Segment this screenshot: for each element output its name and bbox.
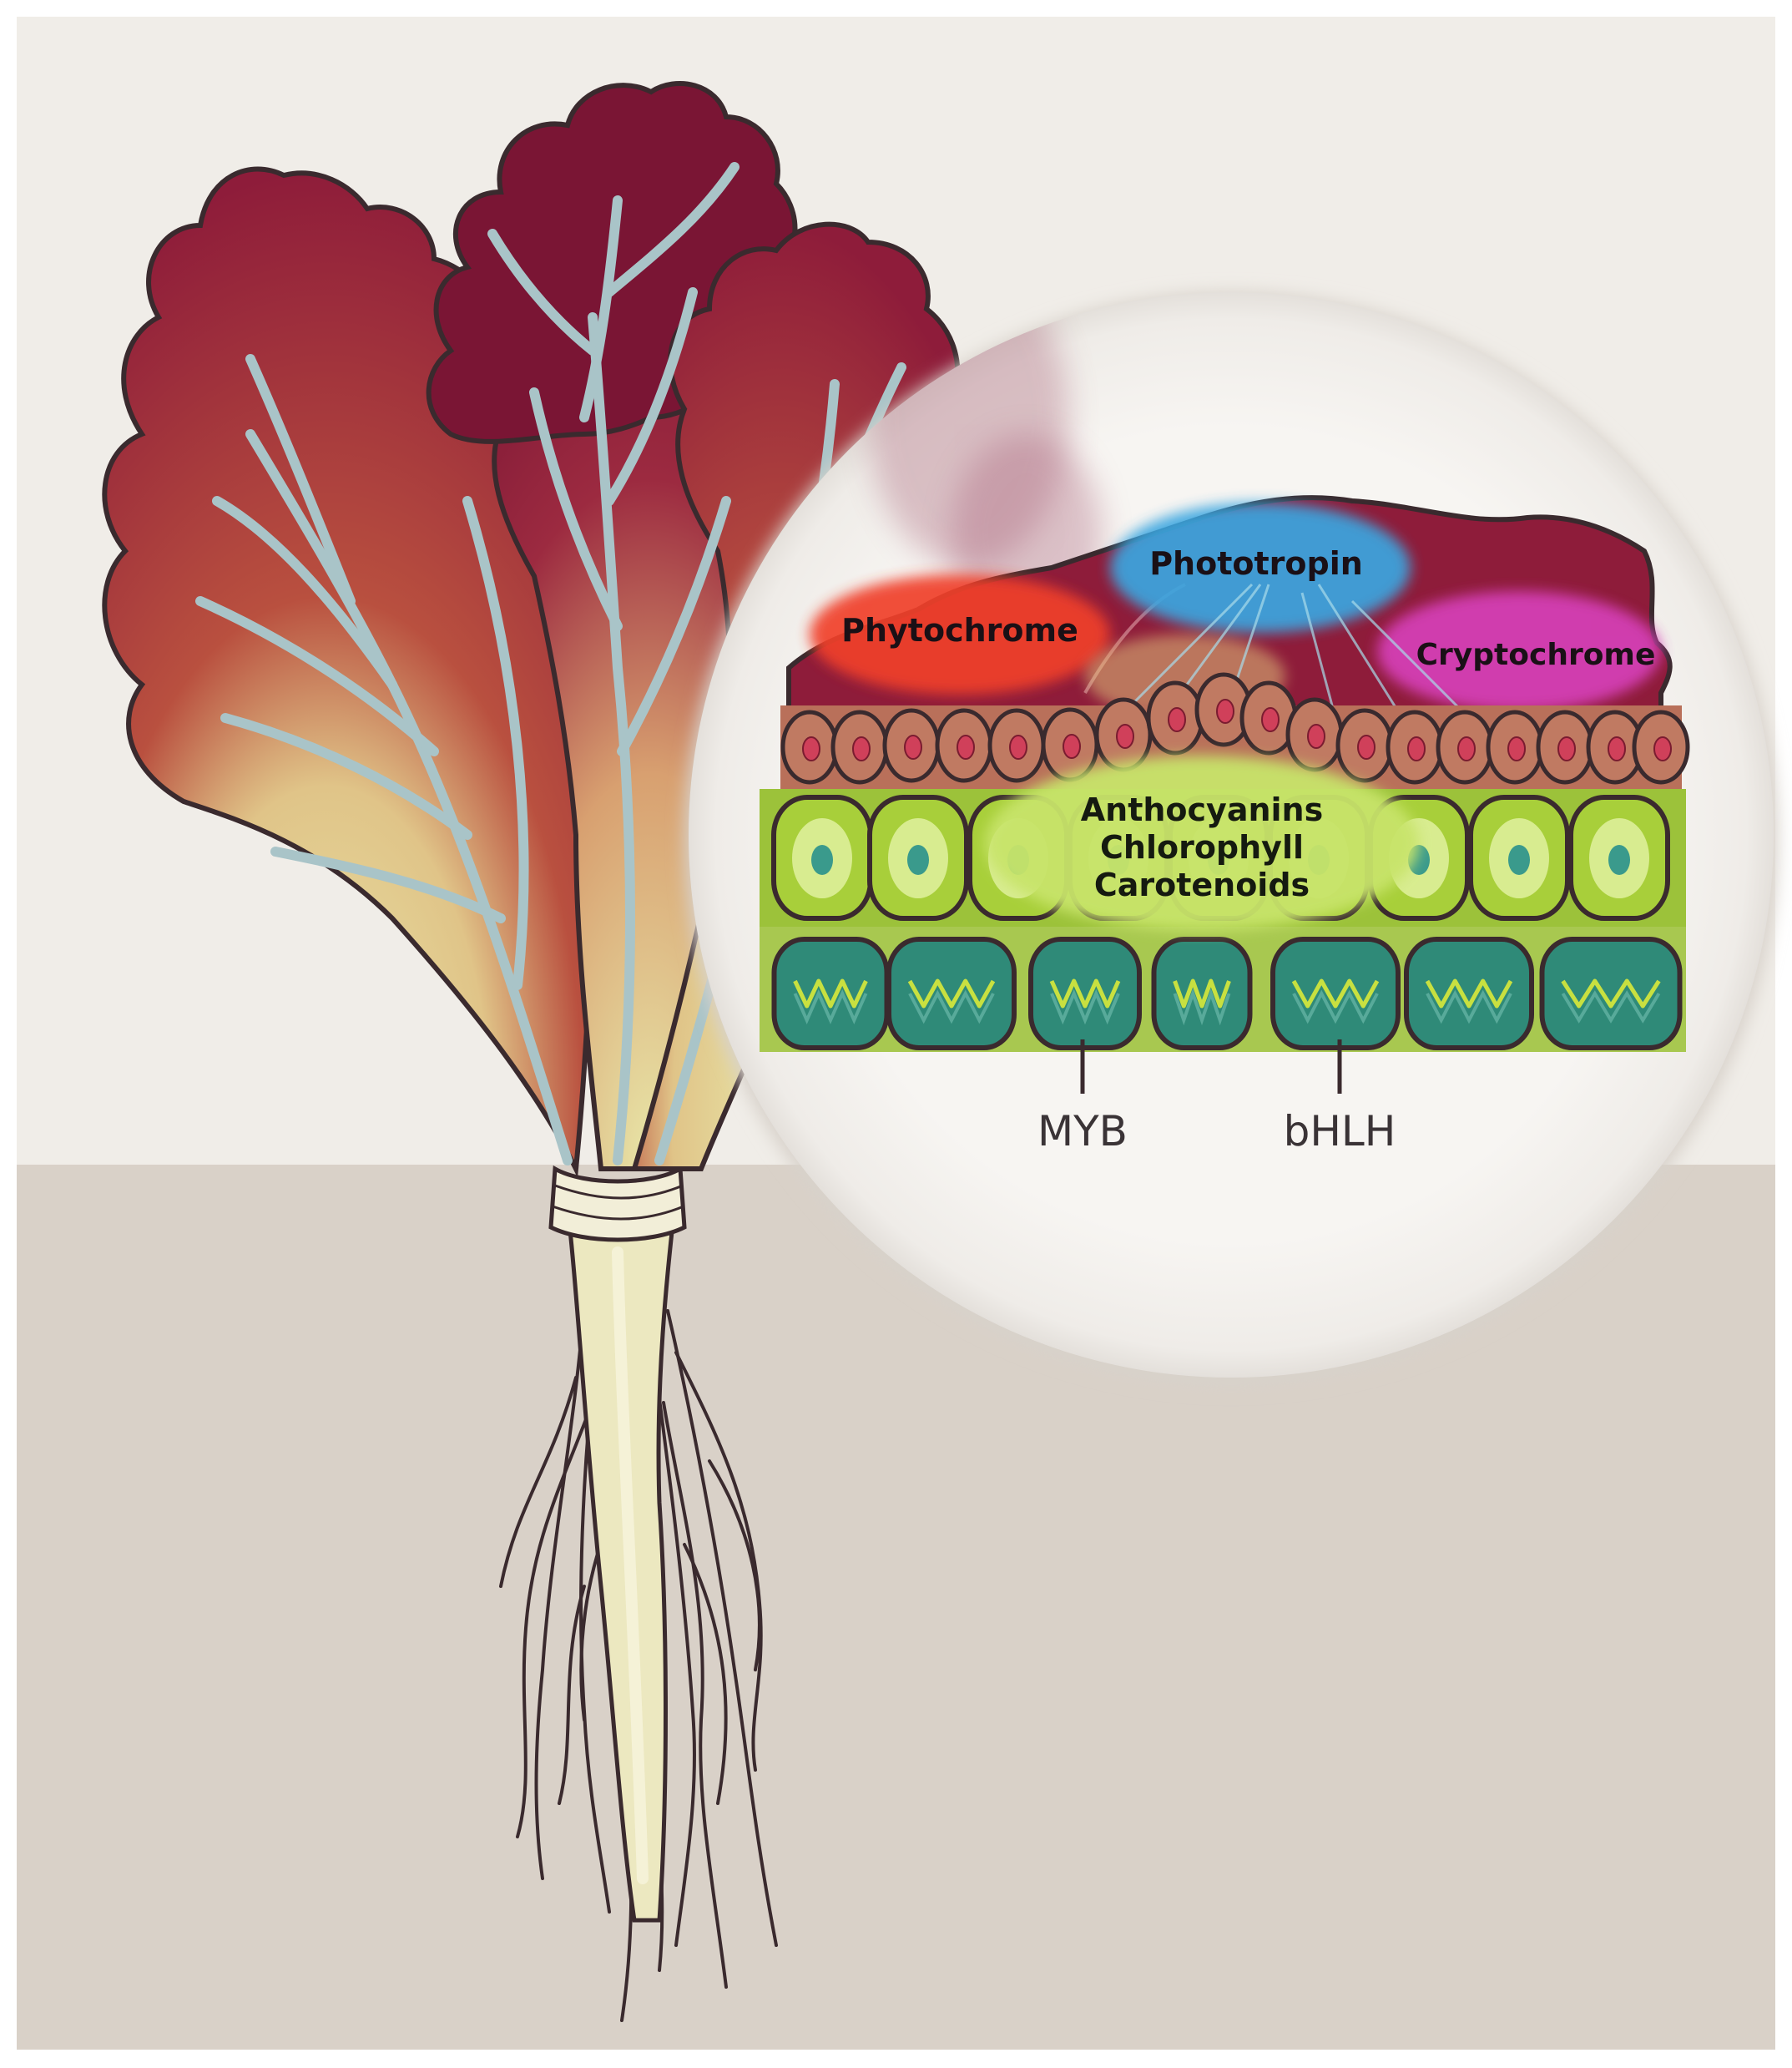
mesophyll-cell — [771, 795, 873, 921]
stem-binding — [548, 1165, 687, 1242]
epidermis-cell — [780, 710, 839, 785]
epidermis-cell — [1386, 710, 1444, 785]
cryptochrome-label: Cryptochrome — [1416, 638, 1656, 672]
lower-cell — [1270, 937, 1401, 1050]
magnifier-lens: Phototropin Phytochrome Cryptochrome Ant… — [684, 292, 1778, 1386]
phytochrome-blob — [810, 574, 1110, 695]
leaf-veins — [195, 162, 906, 1165]
epidermis-cell — [1335, 708, 1394, 783]
pigment-label-chlorophyll: Chlorophyll — [1100, 829, 1304, 866]
pigment-highlight — [985, 756, 1419, 931]
epidermis-cell — [987, 708, 1046, 783]
epidermis-cell — [1632, 710, 1690, 785]
epidermis-cell — [935, 708, 993, 783]
epidermis-cell — [882, 708, 941, 783]
epidermis-cell — [1239, 680, 1298, 756]
lower-cell — [1028, 937, 1142, 1050]
lower-cell — [1539, 937, 1683, 1050]
mesophyll-cell — [867, 795, 969, 921]
lower-cell — [1404, 937, 1534, 1050]
epidermis-cell — [1486, 710, 1544, 785]
lower-cells — [760, 927, 1686, 1052]
mesophyll-cell — [1468, 795, 1570, 921]
mesophyll-cell — [1568, 795, 1670, 921]
myb-label: MYB — [1037, 1107, 1128, 1155]
pigment-label-anthocyanins: Anthocyanins — [1081, 791, 1323, 828]
lower-cell — [886, 937, 1017, 1050]
stem — [563, 1191, 679, 1923]
epidermis-cell — [1285, 697, 1344, 772]
pigment-label-carotenoids: Carotenoids — [1094, 867, 1310, 903]
epidermis-cell — [1146, 680, 1204, 756]
bhlh-label: bHLH — [1284, 1107, 1396, 1155]
epidermis-cell — [1194, 672, 1253, 747]
lower-cell — [771, 937, 890, 1050]
lower-cell — [1151, 937, 1253, 1050]
epidermis-cell — [830, 710, 889, 785]
phototropin-blob — [1110, 503, 1411, 633]
epidermis-cell — [1436, 710, 1494, 785]
epidermis-cell — [1536, 710, 1594, 785]
phototropin-label: Phototropin — [1149, 545, 1363, 582]
cryptochrome-blob — [1377, 591, 1661, 711]
phytochrome-label: Phytochrome — [841, 612, 1078, 649]
